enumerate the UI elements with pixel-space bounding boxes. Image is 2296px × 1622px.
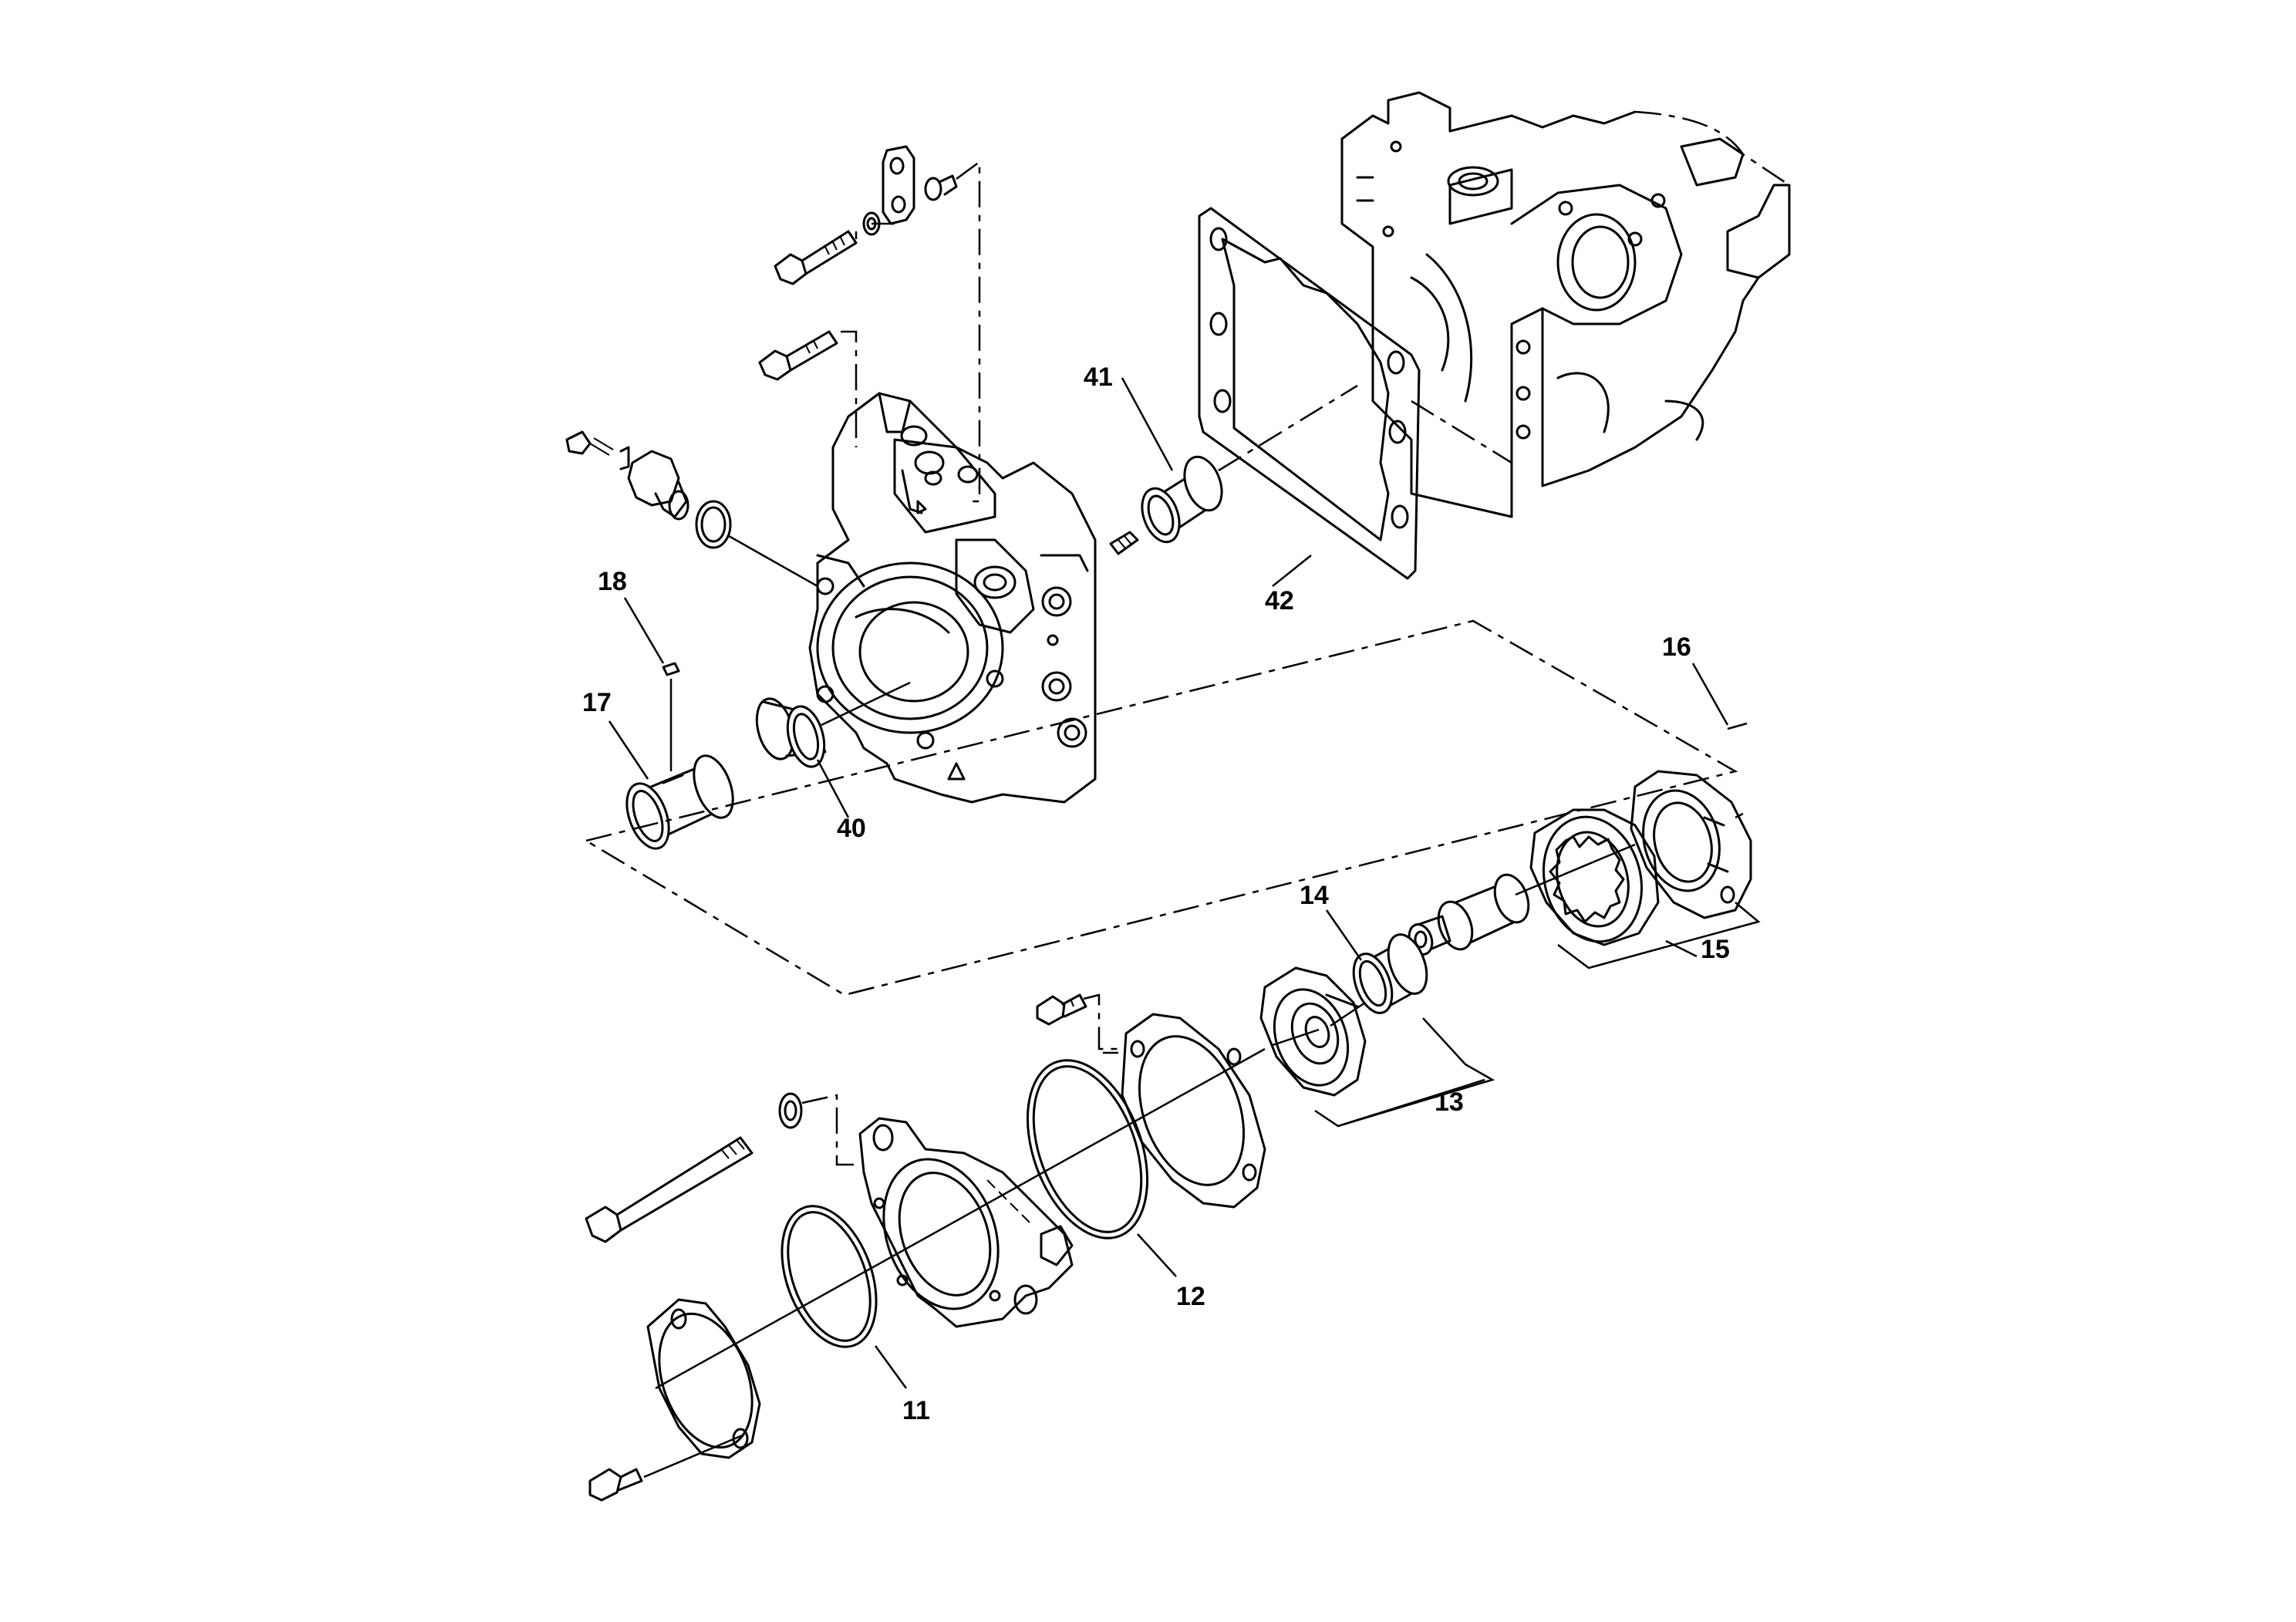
- gasket-42: [1198, 207, 1421, 580]
- front-flange: [858, 1117, 1074, 1328]
- long-bolt: [585, 1092, 803, 1243]
- sleeve-17: [625, 754, 734, 850]
- callout-15: 15: [1701, 935, 1730, 964]
- screw-seal-plate: [588, 1468, 643, 1502]
- screw-alignment-lines: [841, 160, 981, 503]
- callout-13: 13: [1435, 1088, 1464, 1117]
- bearing-axis-line: [821, 681, 911, 727]
- leader-17: [608, 720, 649, 780]
- leader-11: [874, 1345, 908, 1389]
- screw-side: [1109, 531, 1139, 555]
- leader-14: [1325, 909, 1363, 961]
- callout-16: 16: [1662, 632, 1691, 662]
- bearing-14: [1352, 933, 1428, 1014]
- seal-screw-axis: [643, 1433, 745, 1479]
- callout-17: 17: [582, 688, 612, 717]
- bolt-axis-line: [801, 1094, 860, 1166]
- valve-plate-15: [1630, 770, 1752, 919]
- bushing-41-axis: [1218, 384, 1358, 472]
- o-ring-plug: [695, 500, 732, 549]
- bushing-41: [1141, 455, 1223, 544]
- plug-axis-line: [728, 534, 818, 588]
- swash-plate-13: [1259, 966, 1367, 1097]
- shaft-axis-line: [1515, 812, 1744, 896]
- valve-housing: [808, 392, 1097, 804]
- callout-14: 14: [1300, 881, 1329, 910]
- pin-18: [662, 662, 680, 676]
- assembly-boundary: [583, 619, 1738, 996]
- leader-42: [1272, 555, 1312, 587]
- o-ring-12: [1026, 1059, 1149, 1239]
- cylinder-block: [1529, 808, 1660, 946]
- leader-41: [1121, 377, 1174, 471]
- pump-housing: [1340, 91, 1791, 518]
- plug-screw: [565, 430, 689, 521]
- leader-18: [623, 597, 665, 664]
- bracket-plate: [882, 145, 915, 225]
- screw-top-2: [758, 330, 838, 381]
- bearing-ring-40: [755, 697, 827, 768]
- screw-cover-line: [1083, 993, 1122, 1054]
- screw-cover: [1036, 993, 1087, 1026]
- leader-13: [1314, 1017, 1495, 1128]
- callout-40: 40: [837, 814, 866, 843]
- callout-42: 42: [1265, 586, 1294, 615]
- callout-11: 11: [902, 1396, 930, 1425]
- screw-top-1: [774, 174, 958, 285]
- swash-axis-line: [1272, 1001, 1366, 1047]
- shaft-spline: [1408, 873, 1530, 956]
- callout-12: 12: [1176, 1282, 1205, 1311]
- pin-16: [1727, 722, 1748, 730]
- callout-41: 41: [1084, 363, 1113, 392]
- leader-15: [1557, 902, 1761, 969]
- o-ring-11: [781, 1205, 878, 1348]
- leader-40: [816, 759, 850, 818]
- leader-12: [1137, 1233, 1177, 1277]
- seal-plate: [646, 1298, 761, 1459]
- leader-16: [1691, 663, 1729, 726]
- callout-18: 18: [598, 567, 627, 596]
- main-drive-axis: [655, 1047, 1266, 1390]
